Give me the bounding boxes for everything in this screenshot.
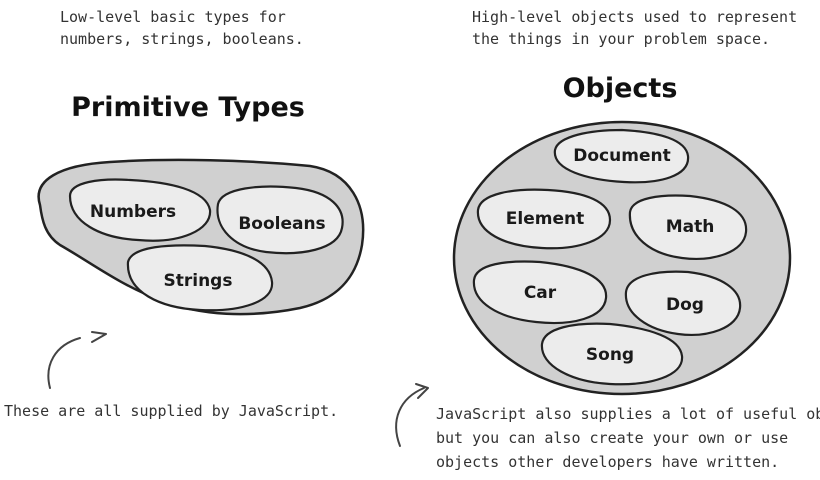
object-blob: Song	[540, 322, 684, 386]
arrow-icon	[47, 331, 107, 389]
primitive-type-label: Booleans	[238, 214, 325, 234]
object-blob: Document	[553, 128, 690, 184]
object-label: Dog	[666, 295, 704, 315]
primitives-footnote-line: These are all supplied by JavaScript.	[4, 402, 338, 420]
primitive-type-blob: Numbers	[68, 178, 212, 242]
objects-footnote-line: JavaScript also supplies a lot of useful…	[436, 405, 820, 423]
primitive-type-label: Numbers	[90, 202, 176, 222]
object-label: Song	[586, 345, 634, 365]
objects-footnote-line: objects other developers have written.	[436, 453, 779, 471]
object-label: Element	[506, 209, 584, 229]
primitive-type-blob: Strings	[126, 244, 274, 312]
primitives-note-line: Low-level basic types for	[60, 8, 286, 26]
objects-footnote: JavaScript also supplies a lot of useful…	[436, 405, 820, 471]
object-blob: Dog	[624, 270, 742, 336]
objects-group: High-level objects used to represent the…	[395, 8, 820, 471]
objects-footnote-line: but you can also create your own or use	[436, 429, 788, 447]
object-label: Math	[666, 217, 715, 237]
primitive-type-label: Strings	[164, 271, 233, 291]
object-blob: Element	[476, 188, 612, 250]
objects-note-line: High-level objects used to represent	[472, 8, 797, 26]
objects-note: High-level objects used to represent the…	[472, 8, 806, 48]
objects-note-line: the things in your problem space.	[472, 30, 770, 48]
object-blob: Math	[628, 194, 748, 260]
primitives-note: Low-level basic types for numbers, strin…	[60, 8, 304, 48]
object-blob: Car	[472, 260, 608, 325]
objects-title: Objects	[563, 73, 678, 104]
primitives-title: Primitive Types	[71, 92, 305, 123]
primitives-group: Low-level basic types for numbers, strin…	[4, 8, 365, 420]
arrow-icon	[395, 383, 429, 447]
primitives-footnote: These are all supplied by JavaScript.	[4, 402, 338, 420]
object-label: Car	[524, 283, 557, 303]
object-label: Document	[573, 146, 670, 166]
primitive-type-blob: Booleans	[216, 185, 344, 255]
primitives-note-line: numbers, strings, booleans.	[60, 30, 304, 48]
